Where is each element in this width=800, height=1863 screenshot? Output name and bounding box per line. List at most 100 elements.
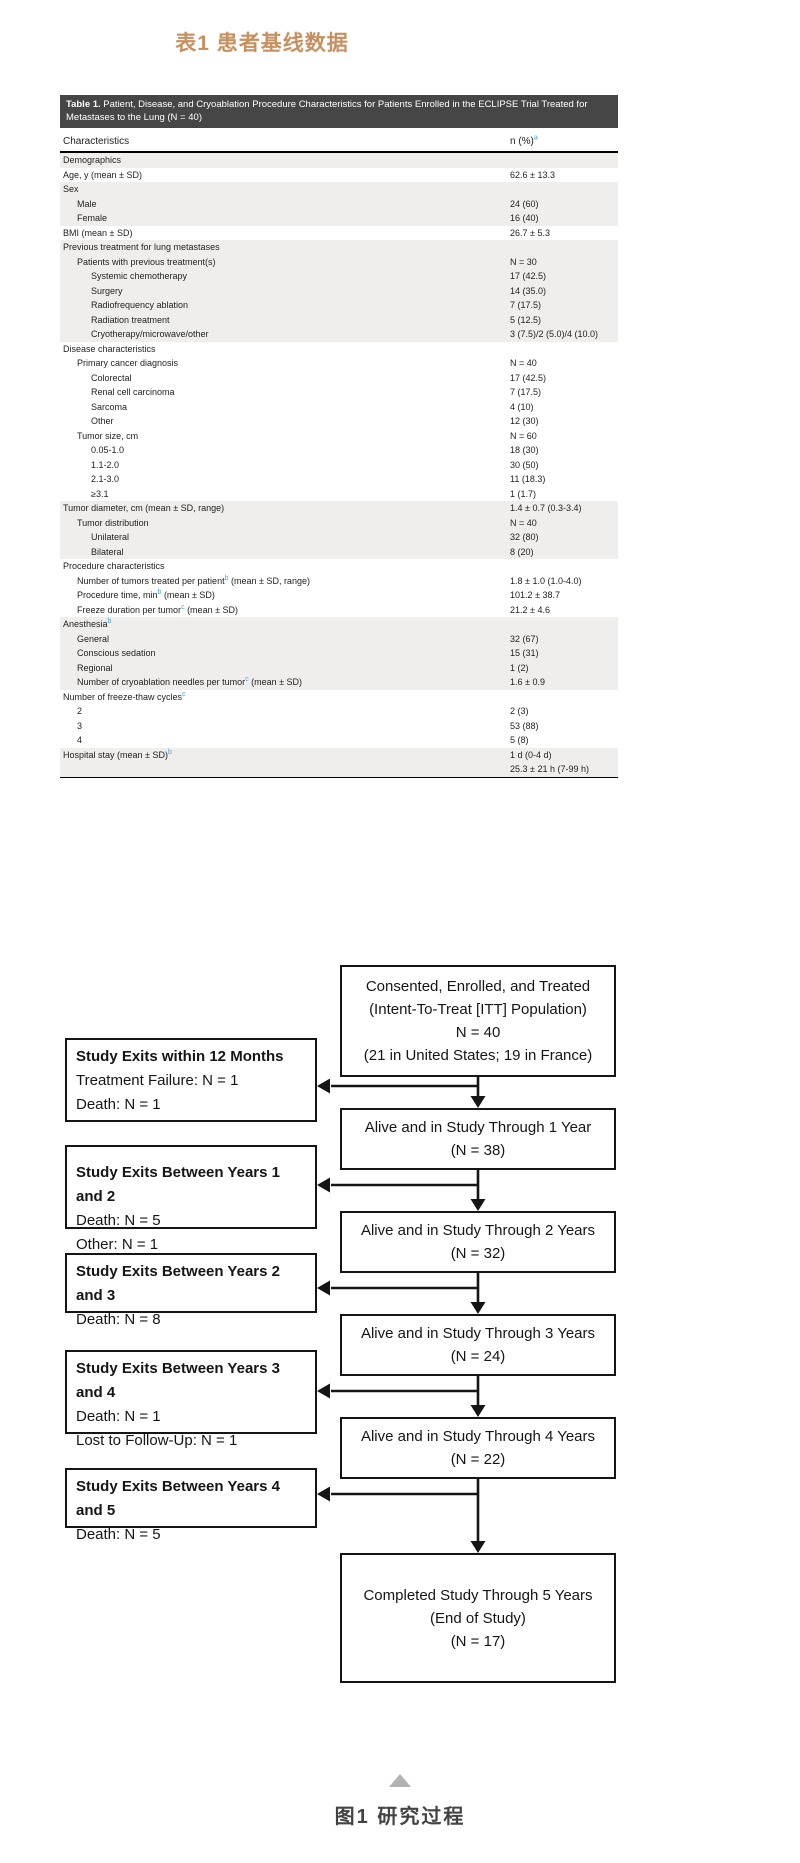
row-value: 62.6 ± 13.3	[510, 169, 555, 180]
row-label: 1.1-2.0	[91, 459, 120, 470]
row-label: Patients with previous treatment(s)	[77, 256, 216, 267]
row-value: N = 40	[510, 517, 537, 528]
row-value	[510, 182, 618, 197]
row-value: 1.8 ± 1.0 (1.0-4.0)	[510, 575, 582, 586]
row-value: 18 (30)	[510, 445, 539, 455]
row-value: 1 d (0-4 d)	[510, 749, 552, 760]
flow-box-line: Lost to Follow-Up: N = 1	[76, 1432, 238, 1449]
row-label: 3	[77, 720, 83, 731]
row-label: Female	[77, 213, 108, 223]
table-row: Anesthesiab	[60, 617, 618, 632]
flow-box-line: Alive and in Study Through 2 Years	[360, 1222, 596, 1239]
flow-box-exits-y1-2: Study Exits Between Years 1 and 2 Death:…	[65, 1145, 317, 1253]
row-label: Procedure characteristics	[63, 561, 165, 571]
row-label: ≥3.1	[91, 488, 109, 499]
table-row: Tumor diameter, cm (mean ± SD, range)1.4…	[60, 501, 618, 516]
row-value: 1.6 ± 0.9	[510, 677, 545, 687]
row-value: 30 (50)	[510, 459, 539, 470]
table-row: Demographics	[60, 153, 618, 168]
row-label-superscript: c	[182, 690, 186, 698]
table-row: Number of cryoablation needles per tumor…	[60, 675, 618, 690]
table-row: Disease characteristics	[60, 342, 618, 357]
row-label: Anesthesiab	[63, 618, 112, 629]
row-label: Demographics	[63, 155, 122, 165]
row-value: 24 (60)	[510, 198, 539, 209]
row-value: 7 (17.5)	[510, 387, 542, 397]
row-value	[510, 153, 618, 168]
flow-box-line: Death: N = 5	[76, 1212, 161, 1229]
row-value: 5 (12.5)	[510, 314, 542, 325]
row-value	[510, 617, 618, 632]
flow-box-line: Alive and in Study Through 1 Year	[364, 1119, 592, 1136]
row-label: Conscious sedation	[77, 648, 156, 658]
row-value	[510, 690, 618, 705]
row-label-superscript: c	[245, 676, 249, 683]
table-row: BMI (mean ± SD) 26.7 ± 5.3	[60, 226, 618, 241]
row-value: 1.4 ± 0.7 (0.3-3.4)	[510, 503, 582, 513]
flow-box-completed-study: Completed Study Through 5 Years (End of …	[340, 1553, 616, 1683]
row-label-superscript: b	[107, 618, 112, 625]
row-value: 2 (3)	[510, 706, 529, 716]
row-label-superscript: c	[181, 603, 185, 611]
row-label: Bilateral	[91, 546, 124, 557]
table-1: Table 1. Patient, Disease, and Cryoablat…	[60, 95, 618, 778]
row-label-superscript: b	[224, 574, 229, 582]
flow-box-line: Death: N = 8	[76, 1311, 161, 1328]
row-label: Systemic chemotherapy	[91, 271, 188, 281]
table-row: Patients with previous treatment(s)N = 3…	[60, 254, 618, 269]
row-value: 53 (88)	[510, 720, 539, 731]
row-value: 26.7 ± 5.3	[510, 227, 550, 238]
row-value: 5 (8)	[510, 735, 529, 745]
flow-box-line: (N = 22)	[450, 1451, 506, 1468]
row-label: Other	[91, 416, 114, 426]
row-value: 7 (17.5)	[510, 300, 542, 310]
flow-box-line: Treatment Failure: N = 1	[76, 1072, 239, 1089]
table-row: Freeze duration per tumorc (mean ± SD)21…	[60, 603, 618, 618]
collapse-triangle-icon	[389, 1774, 411, 1787]
flow-box-line: (N = 38)	[450, 1142, 506, 1159]
row-value: 3 (7.5)/2 (5.0)/4 (10.0)	[510, 329, 599, 339]
row-value: 101.2 ± 38.7	[510, 590, 560, 600]
flow-box-line: Completed Study Through 5 Years	[363, 1586, 593, 1604]
table-row: 0.05-1.0 18 (30)	[60, 443, 618, 458]
row-value: 16 (40)	[510, 213, 539, 223]
row-value: 17 (42.5)	[510, 372, 547, 383]
row-label: Unilateral	[91, 532, 130, 542]
row-label-superscript: b	[157, 589, 162, 596]
row-label: 0.05-1.0	[91, 445, 125, 455]
row-value: 17 (42.5)	[510, 271, 547, 281]
table-title-prefix: Table 1.	[66, 99, 101, 110]
row-label: General	[77, 633, 110, 644]
row-value: 12 (30)	[510, 416, 539, 426]
flow-box-year4: Alive and in Study Through 4 Years (N = …	[340, 1417, 616, 1479]
row-label: 4	[77, 735, 83, 745]
row-value: 32 (67)	[510, 633, 539, 644]
row-value	[510, 559, 618, 574]
table-title-text: Patient, Disease, and Cryoablation Proce…	[66, 99, 588, 123]
flow-box-exits-y2-3: Study Exits Between Years 2 and 3 Death:…	[65, 1253, 317, 1328]
row-label	[60, 762, 510, 777]
table-row: Systemic chemotherapy 17 (42.5)	[60, 269, 618, 284]
figure-caption-cn: 图1 研究过程	[334, 1806, 466, 1828]
row-label: Age, y (mean ± SD)	[63, 169, 142, 180]
flow-box-itt-population: Consented, Enrolled, and Treated (Intent…	[340, 965, 616, 1077]
flow-box-line: (Intent-To-Treat [ITT] Population)	[369, 1001, 587, 1018]
row-label: Freeze duration per tumorc (mean ± SD)	[77, 603, 239, 615]
table-row: Procedure characteristics	[60, 559, 618, 574]
table-row: 1.1-2.0 30 (50)	[60, 458, 618, 473]
table-column-header: Characteristics n (%)a	[60, 128, 618, 153]
table-row: 4 5 (8)	[60, 733, 618, 748]
row-value: 32 (80)	[510, 532, 539, 542]
row-label: BMI (mean ± SD)	[63, 227, 133, 238]
table-row: 3 53 (88)	[60, 719, 618, 734]
